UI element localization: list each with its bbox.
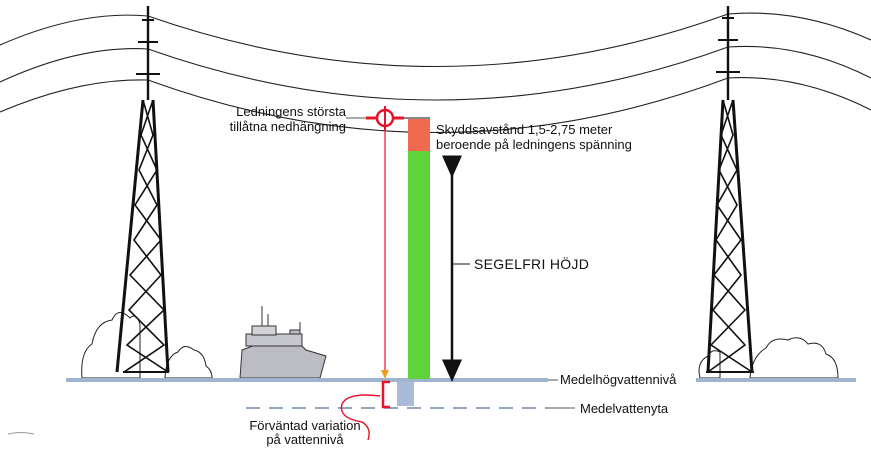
- power-cables: [0, 12, 871, 134]
- left-shrubs: [81, 312, 213, 379]
- mean-water-label: Medelvattenyta: [580, 401, 669, 416]
- right-pylon: [706, 6, 754, 373]
- mean-high-water-label: Medelhögvattennivå: [560, 372, 677, 387]
- clearance-zone-bar: [408, 119, 430, 151]
- crosshair-circle-icon: [346, 106, 430, 379]
- water-variation-label: Förväntad variation på vattennivå: [249, 418, 361, 447]
- sail-free-zone-bar: [408, 151, 430, 379]
- max-sag-label: Ledningens största tillåtna nedhängning: [229, 104, 346, 134]
- sail-free-height-label: SEGELFRI HÖJD: [474, 256, 590, 272]
- water-variation-block: [397, 382, 414, 406]
- clearance-label: Skyddsavstånd 1,5-2,75 meter beroende på…: [436, 122, 632, 152]
- water-levels: [66, 378, 856, 409]
- left-pylon: [115, 6, 170, 373]
- ship-icon: [239, 306, 327, 379]
- variation-bracket: [340, 380, 390, 441]
